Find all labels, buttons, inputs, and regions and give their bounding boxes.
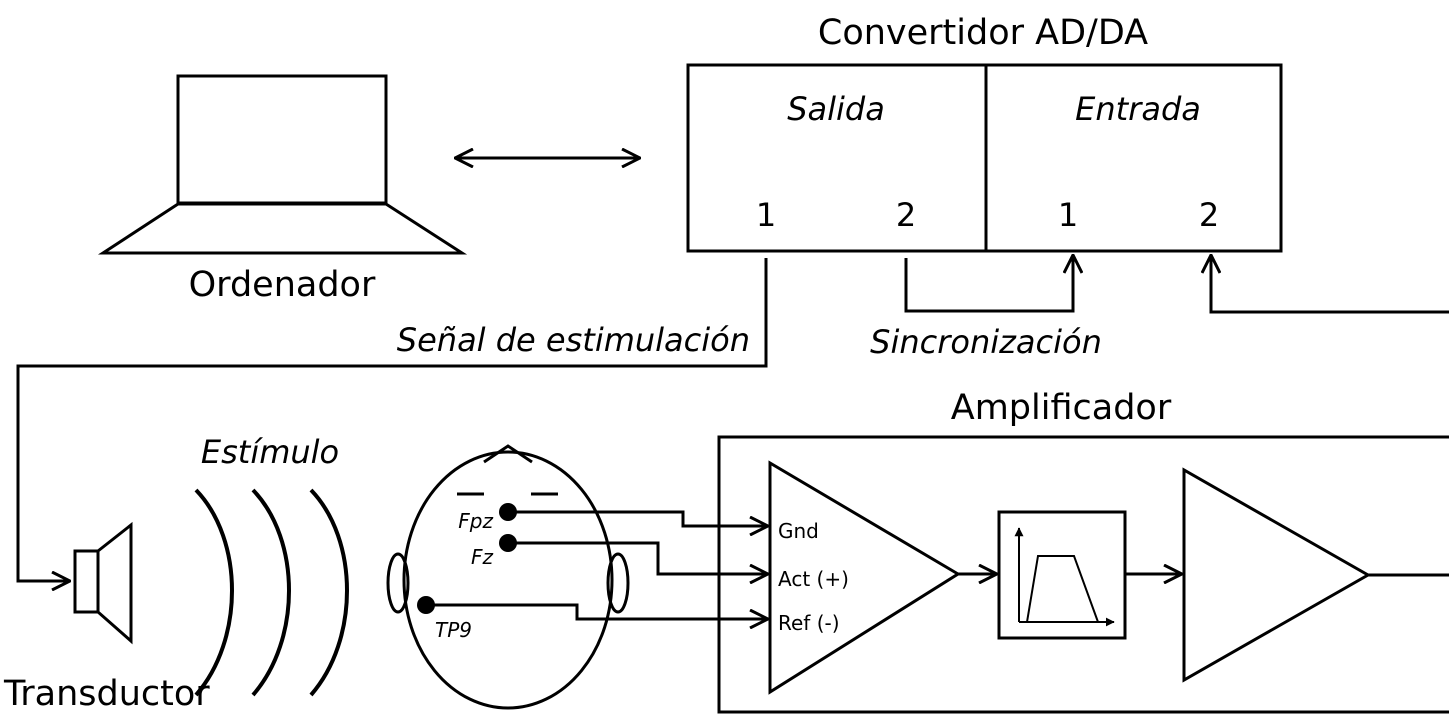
electrode-fpz-label: Fpz — [458, 509, 493, 533]
converter-input-label: Entrada — [1075, 90, 1201, 128]
converter-box — [686, 63, 1283, 253]
sound-wave-2 — [251, 488, 291, 697]
main-amp-triangle — [1182, 467, 1372, 683]
head-nose — [483, 444, 533, 464]
output-channel-1: 1 — [756, 196, 776, 234]
sound-waves-icon — [194, 488, 349, 697]
tp9-lead-arrow — [426, 603, 768, 619]
recorded-signal-line-arrow — [1211, 255, 1449, 314]
fpz-lead-arrow — [508, 510, 768, 526]
amplifier-title: Amplificador — [951, 388, 1172, 428]
sound-wave-3 — [309, 488, 349, 697]
amp-input-ref-label: Ref (-) — [778, 611, 840, 635]
converter-output-label: Salida — [787, 90, 885, 128]
stimulation-line-arrow — [16, 258, 768, 581]
differential-preamp-triangle — [768, 460, 961, 695]
converter-title: Convertidor AD/DA — [818, 13, 1148, 53]
transducer-label: Transductor — [3, 674, 210, 714]
speaker-icon — [73, 521, 133, 645]
speaker-magnet — [73, 549, 100, 614]
electrode-tp9-label: TP9 — [435, 618, 472, 642]
fz-lead-arrow — [508, 541, 768, 574]
filter-frame — [997, 510, 1127, 640]
computer-screen — [176, 74, 388, 205]
sound-wave-1 — [194, 488, 234, 697]
computer — [97, 74, 468, 255]
electrode-fz-label: Fz — [471, 545, 494, 569]
head-icon — [386, 444, 630, 710]
sync-line-arrow — [904, 255, 1073, 313]
computer-keyboard — [97, 202, 468, 255]
head-left-ear — [386, 552, 410, 614]
computer-label: Ordenador — [189, 265, 376, 305]
amp-input-gnd-label: Gnd — [778, 519, 819, 543]
amp-input-act-label: Act (+) — [778, 567, 849, 591]
filter-response-curve — [1026, 555, 1099, 623]
amplifier-box — [717, 435, 1449, 714]
input-channel-2: 2 — [1199, 196, 1219, 234]
bandpass-filter-icon — [997, 510, 1127, 640]
stimulation-label: Señal de estimulación — [397, 321, 750, 359]
head-right-ear — [606, 552, 630, 614]
input-channel-1: 1 — [1058, 196, 1078, 234]
sync-label: Sincronización — [870, 323, 1102, 361]
output-channel-2: 2 — [896, 196, 916, 234]
speaker-cone — [96, 521, 133, 645]
stimulus-label: Estímulo — [201, 433, 339, 471]
head-outline — [402, 450, 614, 710]
